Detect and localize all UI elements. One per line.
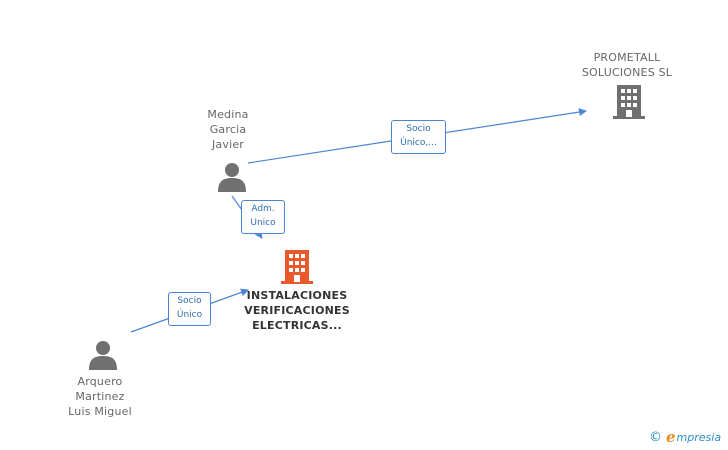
node-label-line: Garcia [209, 123, 247, 136]
node-label-line: INSTALACIONES [246, 289, 348, 302]
copyright-icon: © [649, 429, 662, 445]
node-label-arquero[interactable]: Arquero Martinez Luis Miguel [55, 374, 145, 419]
node-label-line: SOLUCIONES SL [581, 66, 673, 79]
node-label-prometall[interactable]: PROMETALL SOLUCIONES SL [572, 50, 682, 80]
empresia-logo: © e mpresia [649, 428, 721, 446]
brand-name: mpresia [676, 430, 722, 444]
node-label-line: ELECTRICAS... [252, 319, 342, 332]
node-label-line: Javier [211, 138, 245, 151]
edge-label-socio-unico-prometall[interactable]: Socio Único,... [391, 120, 446, 154]
node-label-medina[interactable]: Medina Garcia Javier [188, 107, 268, 152]
node-label-line: Arquero [77, 375, 123, 388]
building-icon[interactable] [613, 85, 645, 119]
brand-e: e [666, 428, 676, 446]
node-label-line: Martinez [75, 390, 125, 403]
edge-label-socio-unico-arquero[interactable]: Socio Único [168, 292, 211, 326]
node-label-instalaciones[interactable]: INSTALACIONES VERIFICACIONES ELECTRICAS.… [232, 288, 362, 333]
edge-label-line: Único [176, 310, 203, 320]
edge-label-line: Único,... [400, 138, 437, 148]
building-icon[interactable] [281, 250, 313, 284]
edge-label-line: Unico [250, 218, 276, 228]
node-label-line: Medina [207, 108, 249, 121]
node-label-line: PROMETALL [593, 51, 661, 64]
node-label-line: Luis Miguel [68, 405, 132, 418]
edge-label-line: Adm. [251, 204, 275, 214]
edge-label-adm-unico[interactable]: Adm. Unico [241, 200, 285, 234]
node-label-line: VERIFICACIONES [244, 304, 350, 317]
person-icon[interactable] [88, 340, 118, 370]
edge-label-line: Socio [406, 124, 431, 134]
edge-label-line: Socio [177, 296, 202, 306]
person-icon[interactable] [217, 162, 247, 192]
